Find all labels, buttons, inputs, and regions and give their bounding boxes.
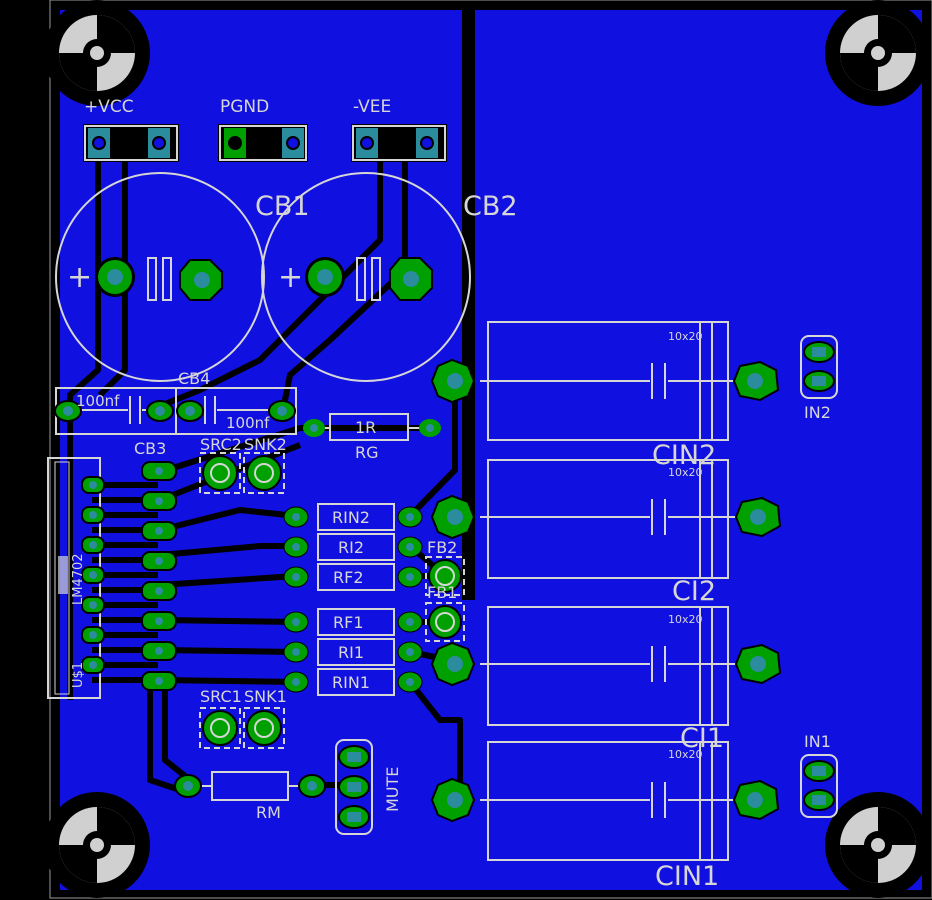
label-ic-ref: U$1 [71,662,86,688]
label-mute: MUTE [383,767,402,812]
cap-ci1 [430,606,782,726]
cap-cin1 [430,741,780,861]
label-pgnd: PGND [220,97,269,117]
cb-small-pads [54,400,296,422]
cap-cb1 [55,172,265,382]
testpoint-src2 [199,452,241,494]
label-cap-size-2: 10x20 [668,466,703,479]
cap-cb2 [261,172,471,382]
label-ic-part: LM4702 [71,553,86,605]
label-rg-value: 1R [355,418,376,437]
label-snk2: SNK2 [244,435,287,454]
conn-mute [335,739,373,835]
cb1-plus: + [67,260,92,295]
conn-vee [351,124,447,162]
label-ci1: CI1 [680,723,724,754]
copper-pour-bottom [60,600,922,890]
label-rin2: RIN2 [332,508,370,527]
label-cap-size-4: 10x20 [668,748,703,761]
label-cap-size-3: 10x20 [668,613,703,626]
label-rf1: RF1 [333,613,364,632]
cb2-plus: + [278,260,303,295]
label-cb4: CB4 [178,369,210,388]
resistor-array [317,503,395,696]
conn-in2 [800,335,838,399]
testpoint-snk2 [243,452,285,494]
mounting-hole-br [825,792,931,898]
conn-vcc [83,124,179,162]
conn-pgnd [218,124,308,162]
resistor-rg [303,413,441,441]
mounting-hole-tr [825,0,931,106]
label-ri2: RI2 [338,538,364,557]
label-vcc: +VCC [84,97,134,117]
label-ri1: RI1 [338,643,364,662]
label-rf2: RF2 [333,568,364,587]
label-cb2: CB2 [463,191,518,222]
label-src1: SRC1 [200,687,242,706]
label-cin1: CIN1 [655,861,719,892]
testpoint-snk1 [243,707,285,749]
label-fb2: FB2 [427,538,457,557]
label-src2: SRC2 [200,435,242,454]
label-vee: -VEE [353,97,391,117]
resistor-array-pads [283,506,423,693]
label-fb1: FB1 [427,583,457,602]
conn-in1 [800,754,838,818]
testpoint-src1 [199,707,241,749]
label-cap-size-1: 10x20 [668,330,703,343]
label-rm: RM [256,803,281,822]
cap-ci2 [430,459,782,579]
label-cb3: CB3 [134,439,166,458]
label-ci2: CI2 [672,576,716,607]
testpoint-fb1 [425,602,465,642]
label-in2: IN2 [804,403,831,422]
label-100nf-1: 100nf [76,392,120,410]
label-in1: IN1 [804,732,831,751]
label-rin1: RIN1 [332,673,370,692]
testpoint-fb2 [425,556,465,596]
resistor-rm [174,771,326,801]
label-snk1: SNK1 [244,687,287,706]
label-cb1: CB1 [255,191,310,222]
label-rg: RG [355,443,379,462]
label-100nf-2: 100nf [226,414,270,432]
cap-cin2 [430,321,780,441]
label-cin2: CIN2 [652,440,716,471]
ic-pad-holes [89,467,163,685]
mounting-hole-tl [44,0,150,106]
cb1-pads [95,257,433,301]
mounting-hole-bl [44,792,150,898]
